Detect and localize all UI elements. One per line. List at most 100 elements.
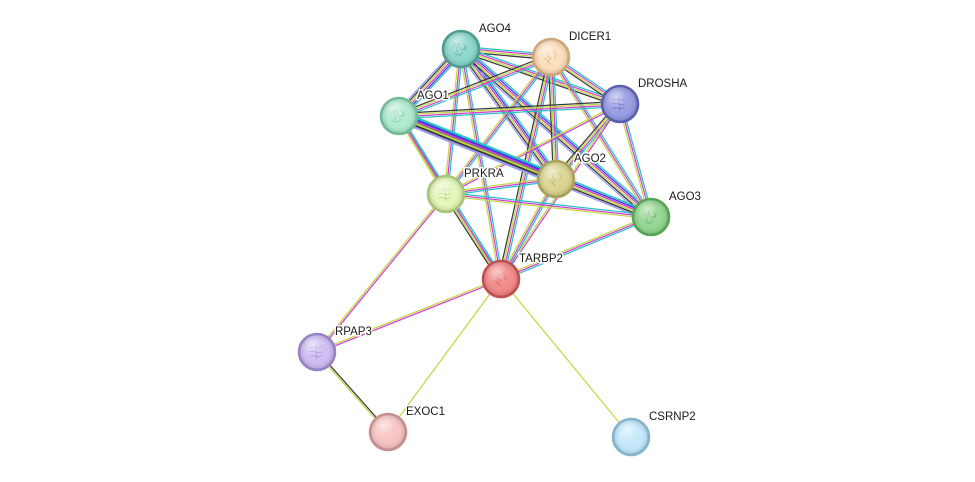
node-prkra[interactable]	[426, 174, 466, 214]
edge-evidence-line	[317, 193, 448, 354]
node-label-ago3: AGO3	[669, 191, 701, 203]
edge-evidence-line	[446, 57, 554, 196]
edge-evidence-line	[460, 47, 621, 104]
edge-evidence-line	[316, 279, 502, 354]
edge-evidence-line	[459, 48, 556, 181]
edge-evidence-line	[445, 195, 652, 220]
node-rpap3[interactable]	[297, 332, 337, 372]
edge-ago3-tarbp2[interactable]	[499, 214, 653, 282]
node-gloss	[534, 40, 568, 74]
edge-evidence-line	[462, 46, 654, 216]
node-label-ago1: AGO1	[417, 90, 449, 102]
edge-tarbp2-rpap3[interactable]	[316, 277, 502, 354]
edge-evidence-line	[399, 112, 558, 177]
edge-evidence-line	[399, 58, 553, 120]
edge-evidence-line	[397, 118, 556, 183]
node-label-drosha: DROSHA	[638, 78, 688, 90]
edge-evidence-line	[398, 100, 621, 115]
node-ago4[interactable]	[441, 29, 481, 69]
edge-evidence-line	[460, 48, 502, 280]
edge-evidence-line	[550, 56, 652, 218]
node-gloss	[382, 99, 416, 133]
edge-evidence-line	[397, 116, 556, 182]
edge-evidence-line	[499, 214, 651, 279]
edge-prkra-ago3[interactable]	[445, 191, 652, 220]
node-label-ago2: AGO2	[574, 153, 606, 165]
edge-evidence-line	[459, 50, 620, 108]
node-label-ago4: AGO4	[479, 23, 512, 35]
node-gloss	[444, 32, 478, 66]
edge-evidence-line	[445, 104, 622, 196]
edge-evidence-line	[549, 56, 556, 180]
node-gloss	[371, 415, 405, 449]
edge-evidence-line	[463, 45, 655, 215]
edge-evidence-line	[398, 105, 621, 120]
edge-dicer1-prkra[interactable]	[443, 55, 554, 196]
edge-evidence-line	[396, 120, 555, 185]
node-exoc1[interactable]	[368, 412, 408, 452]
edge-ago1-ago2[interactable]	[396, 110, 559, 185]
node-ago2[interactable]	[536, 159, 576, 199]
node-label-prkra: PRKRA	[464, 168, 504, 180]
edge-evidence-line	[400, 110, 559, 175]
edge-tarbp2-csrnp2[interactable]	[500, 278, 632, 438]
edge-evidence-line	[443, 55, 551, 194]
edge-evidence-line	[460, 49, 621, 106]
node-drosha[interactable]	[600, 84, 640, 124]
node-gloss	[603, 87, 637, 121]
node-gloss	[429, 177, 463, 211]
edge-evidence-line	[619, 103, 652, 218]
edge-ago4-drosha[interactable]	[459, 45, 622, 108]
edge-evidence-line	[443, 48, 460, 195]
node-tarbp2[interactable]	[481, 259, 521, 299]
edge-evidence-line	[315, 192, 446, 353]
node-gloss	[634, 200, 668, 234]
edge-evidence-line	[621, 102, 654, 218]
edge-evidence-line	[548, 57, 651, 219]
node-label-csrnp2: CSRNP2	[649, 411, 696, 423]
node-dicer1[interactable]	[531, 37, 571, 77]
edge-evidence-line	[398, 55, 552, 116]
edge-ago4-prkra[interactable]	[443, 48, 464, 195]
edge-drosha-prkra[interactable]	[444, 102, 622, 196]
edge-tarbp2-exoc1[interactable]	[387, 278, 502, 433]
edge-drosha-ago1[interactable]	[398, 100, 621, 120]
node-ago3[interactable]	[631, 197, 671, 237]
edge-evidence-line	[398, 104, 621, 118]
edge-evidence-line	[462, 48, 504, 280]
edge-prkra-rpap3[interactable]	[315, 192, 448, 354]
edge-evidence-line	[461, 45, 622, 103]
node-gloss	[300, 335, 334, 369]
node-gloss	[614, 420, 648, 454]
node-label-exoc1: EXOC1	[406, 406, 445, 418]
edge-drosha-ago3[interactable]	[617, 102, 654, 219]
node-gloss	[539, 162, 573, 196]
node-label-tarbp2: TARBP2	[519, 253, 563, 265]
edge-evidence-line	[445, 48, 462, 195]
edge-evidence-line	[445, 193, 652, 218]
edge-evidence-line	[500, 216, 652, 280]
edge-evidence-line	[398, 115, 557, 180]
node-label-dicer1: DICER1	[569, 31, 611, 43]
edge-evidence-line	[398, 102, 621, 116]
node-label-rpap3: RPAP3	[335, 326, 372, 338]
edge-evidence-line	[397, 53, 551, 115]
node-csrnp2[interactable]	[611, 417, 651, 457]
edge-evidence-line	[447, 48, 464, 195]
edge-dicer1-ago3[interactable]	[548, 55, 654, 219]
edge-evidence-line	[399, 113, 558, 179]
node-gloss	[484, 262, 518, 296]
edge-evidence-line	[500, 278, 632, 438]
edge-evidence-line	[398, 57, 552, 118]
edge-evidence-line	[617, 103, 650, 219]
edge-evidence-line	[501, 217, 653, 282]
edge-evidence-line	[551, 56, 558, 180]
edge-evidence-line	[445, 191, 652, 216]
edge-evidence-line	[387, 278, 502, 433]
edge-dicer1-ago1[interactable]	[397, 53, 553, 120]
edge-evidence-line	[444, 102, 621, 194]
edge-evidence-line	[316, 277, 502, 352]
node-ago1[interactable]	[379, 96, 419, 136]
